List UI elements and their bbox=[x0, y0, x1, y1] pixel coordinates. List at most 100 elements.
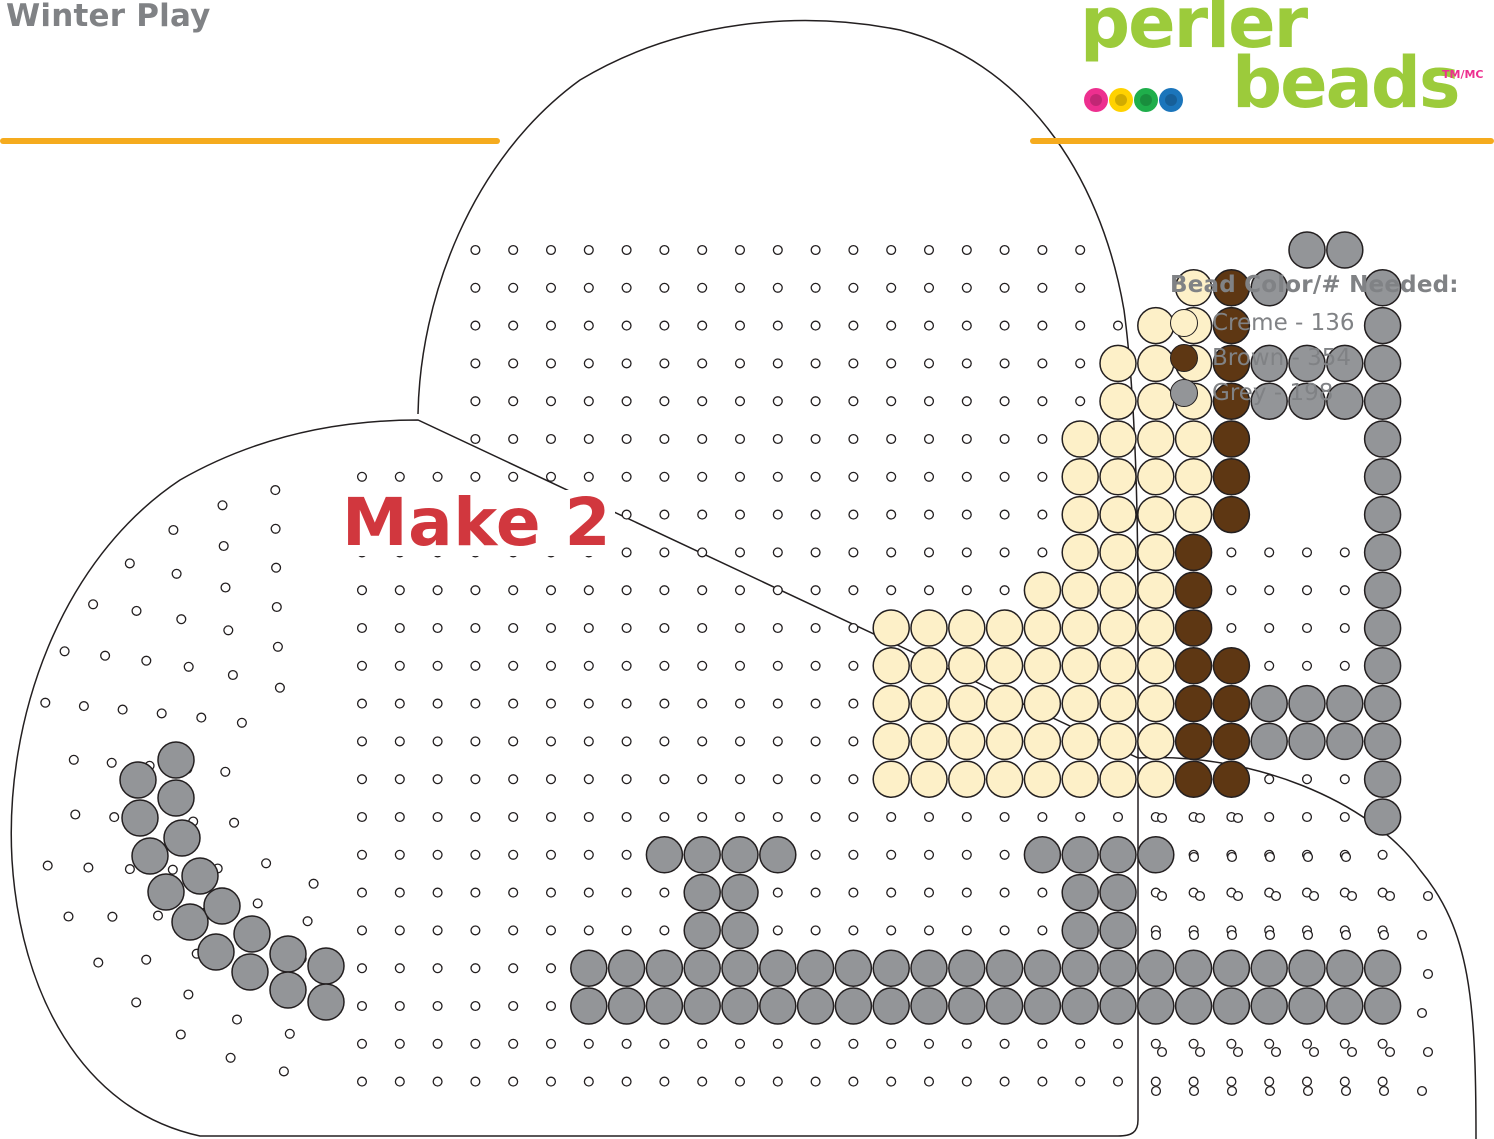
peg bbox=[471, 850, 480, 859]
peg bbox=[1303, 624, 1312, 633]
peg bbox=[887, 926, 896, 935]
peg bbox=[395, 586, 404, 595]
peg bbox=[132, 998, 141, 1007]
peg bbox=[849, 586, 858, 595]
peg bbox=[471, 586, 480, 595]
brown-bead bbox=[1213, 421, 1249, 457]
peg bbox=[218, 501, 227, 510]
peg bbox=[547, 813, 556, 822]
legend-title: Bead Color/# Needed: bbox=[1170, 272, 1459, 298]
peg bbox=[107, 758, 116, 767]
peg bbox=[197, 713, 206, 722]
creme-bead bbox=[1138, 308, 1174, 344]
grey-bead bbox=[798, 988, 834, 1024]
grey-bead bbox=[132, 838, 168, 874]
peg bbox=[395, 1039, 404, 1048]
logo-dot-green bbox=[1134, 88, 1158, 112]
grey-bead bbox=[1327, 950, 1363, 986]
grey-bead bbox=[148, 874, 184, 910]
peg bbox=[547, 1002, 556, 1011]
peg bbox=[1418, 931, 1427, 940]
peg bbox=[1038, 472, 1047, 481]
grey-bead bbox=[722, 912, 758, 948]
brown-bead bbox=[1176, 723, 1212, 759]
grey-bead bbox=[1024, 988, 1060, 1024]
peg bbox=[1228, 931, 1237, 940]
peg bbox=[309, 879, 318, 888]
legend-label-creme: Creme - 136 bbox=[1212, 310, 1355, 336]
brown-bead bbox=[1213, 459, 1249, 495]
peg bbox=[1000, 548, 1009, 557]
peg bbox=[1038, 926, 1047, 935]
brown-bead bbox=[1176, 686, 1212, 722]
peg bbox=[1265, 661, 1274, 670]
peg bbox=[509, 737, 518, 746]
grey-bead bbox=[1365, 988, 1401, 1024]
peg bbox=[471, 321, 480, 330]
peg bbox=[660, 586, 669, 595]
peg bbox=[925, 283, 934, 292]
grey-bead bbox=[164, 820, 200, 856]
creme-bead bbox=[987, 610, 1023, 646]
grey-bead bbox=[204, 888, 240, 924]
peg bbox=[395, 850, 404, 859]
peg bbox=[660, 283, 669, 292]
peg bbox=[773, 888, 782, 897]
grey-bead bbox=[684, 875, 720, 911]
peg bbox=[509, 1039, 518, 1048]
creme-bead bbox=[949, 686, 985, 722]
peg bbox=[849, 1077, 858, 1086]
peg bbox=[285, 1029, 294, 1038]
peg bbox=[1303, 661, 1312, 670]
grey-bead bbox=[182, 858, 218, 894]
peg bbox=[584, 1077, 593, 1086]
peg bbox=[698, 813, 707, 822]
peg bbox=[736, 586, 745, 595]
peg bbox=[64, 912, 73, 921]
peg bbox=[1348, 892, 1357, 901]
peg bbox=[358, 850, 367, 859]
creme-bead bbox=[1138, 723, 1174, 759]
peg bbox=[471, 888, 480, 897]
creme-bead bbox=[1062, 421, 1098, 457]
peg bbox=[177, 615, 186, 624]
peg bbox=[622, 775, 631, 784]
grey-bead bbox=[911, 950, 947, 986]
peg bbox=[168, 865, 177, 874]
grey-bead bbox=[1062, 988, 1098, 1024]
legend-item-brown: Brown - 354 bbox=[1170, 340, 1459, 375]
peg bbox=[547, 850, 556, 859]
grey-bead bbox=[1062, 912, 1098, 948]
peg bbox=[811, 283, 820, 292]
peg bbox=[547, 699, 556, 708]
peg bbox=[230, 818, 239, 827]
peg bbox=[1038, 246, 1047, 255]
peg bbox=[736, 321, 745, 330]
peg bbox=[811, 775, 820, 784]
peg bbox=[736, 397, 745, 406]
peg bbox=[698, 397, 707, 406]
creme-bead bbox=[1100, 421, 1136, 457]
peg bbox=[358, 699, 367, 708]
peg bbox=[887, 586, 896, 595]
peg bbox=[811, 397, 820, 406]
peg bbox=[849, 321, 858, 330]
peg bbox=[660, 775, 669, 784]
peg bbox=[1076, 283, 1085, 292]
grey-bead bbox=[1327, 988, 1363, 1024]
peg bbox=[1000, 850, 1009, 859]
peg bbox=[1114, 813, 1123, 822]
grey-bead bbox=[835, 950, 871, 986]
legend-label-grey: Grey - 198 bbox=[1212, 380, 1333, 406]
peg bbox=[773, 926, 782, 935]
peg bbox=[925, 1039, 934, 1048]
peg bbox=[773, 661, 782, 670]
peg bbox=[471, 472, 480, 481]
peg bbox=[887, 813, 896, 822]
peg bbox=[1038, 435, 1047, 444]
peg bbox=[698, 661, 707, 670]
creme-bead bbox=[1062, 686, 1098, 722]
peg bbox=[41, 698, 50, 707]
peg bbox=[1196, 892, 1205, 901]
creme-bead bbox=[911, 723, 947, 759]
